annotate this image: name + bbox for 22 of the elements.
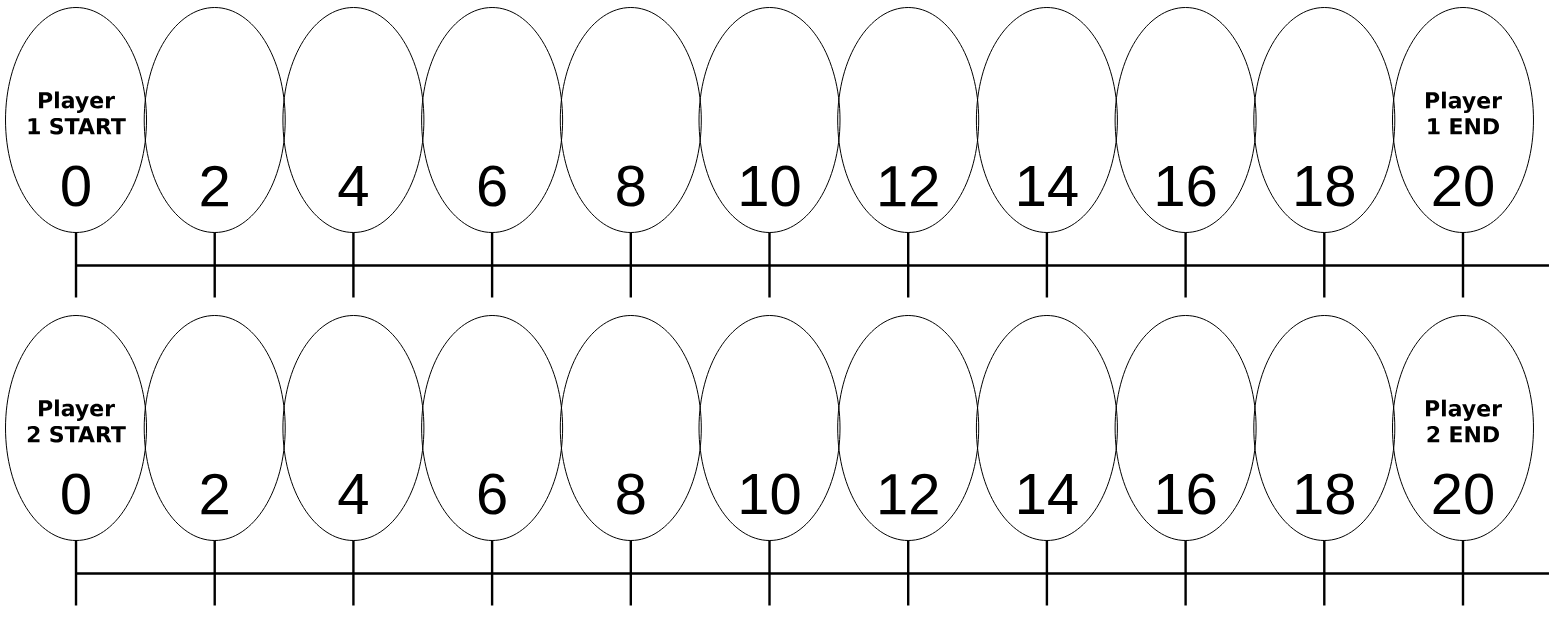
- oval: 4: [282, 315, 425, 541]
- oval: 12: [837, 7, 980, 233]
- oval: 8: [559, 315, 702, 541]
- oval: 18: [1253, 7, 1396, 233]
- oval: 2: [143, 315, 286, 541]
- oval: 14: [975, 7, 1118, 233]
- oval: 8: [559, 7, 702, 233]
- oval: Player 2 START 0: [5, 315, 147, 541]
- oval: 6: [421, 7, 564, 233]
- oval: Player 2 END 20: [1392, 315, 1534, 541]
- oval: 16: [1114, 315, 1257, 541]
- oval: 10: [698, 7, 841, 233]
- oval: Player 1 START 0: [5, 7, 147, 233]
- oval: 6: [421, 315, 564, 541]
- oval: 10: [698, 315, 841, 541]
- oval: 12: [837, 315, 980, 541]
- oval: 16: [1114, 7, 1257, 233]
- oval: 4: [282, 7, 425, 233]
- oval: 2: [143, 7, 286, 233]
- oval: 18: [1253, 315, 1396, 541]
- oval: Player 1 END 20: [1392, 7, 1534, 233]
- oval: 14: [975, 315, 1118, 541]
